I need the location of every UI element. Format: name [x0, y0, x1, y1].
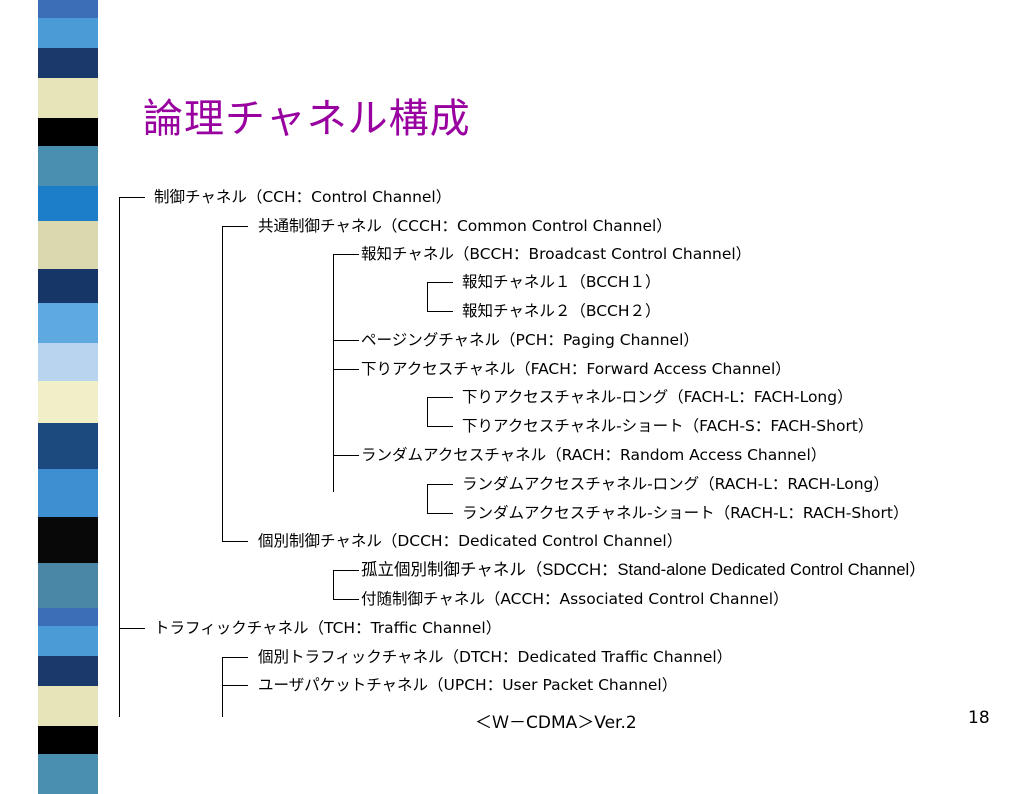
- tree-node-rach-l: ランダムアクセスチャネル-ロング（RACH-L：RACH-Long）: [462, 475, 889, 493]
- tree-node-rach-s: ランダムアクセスチャネル-ショート（RACH-L：RACH-Short）: [462, 504, 909, 522]
- tree-node-bcch: 報知チャネル（BCCH：Broadcast Control Channel）: [361, 245, 752, 263]
- stripe-block: [38, 48, 98, 78]
- tree-branch: [333, 570, 359, 571]
- tree-connector-level-1-cch: [222, 226, 223, 542]
- tree-connector-level-3-bcch: [427, 282, 428, 311]
- slide-title: 論理チャネル構成: [143, 96, 471, 142]
- tree-branch: [222, 226, 248, 227]
- tree-branch: [222, 685, 248, 686]
- tree-node-cch: 制御チャネル（CCH：Control Channel）: [154, 188, 452, 206]
- tree-connector-level-2-ccch: [333, 254, 334, 492]
- tree-node-pch: ページングチャネル（PCH：Paging Channel）: [361, 331, 699, 349]
- stripe-block: [38, 686, 98, 726]
- stripe-block: [38, 221, 98, 269]
- tree-connector-level-1-tch: [222, 657, 223, 717]
- tree-branch: [222, 541, 248, 542]
- stripe-block: [38, 423, 98, 469]
- tree-node-bcch2: 報知チャネル２（BCCH２）: [462, 302, 661, 320]
- tree-connector-level-2-dcch: [333, 570, 334, 599]
- tree-branch: [427, 426, 453, 427]
- tree-node-bcch1: 報知チャネル１（BCCH１）: [462, 273, 661, 291]
- stripe-block: [38, 118, 98, 146]
- tree-node-dtch: 個別トラフィックチャネル（DTCH：Dedicated Traffic Chan…: [258, 648, 733, 666]
- stripe-block: [38, 0, 98, 18]
- slide-footer: ＜Ｗ－CDMA＞Ver.2: [475, 713, 637, 733]
- tree-branch: [427, 397, 453, 398]
- tree-branch: [333, 254, 359, 255]
- stripe-block: [38, 18, 98, 48]
- tree-branch: [427, 282, 453, 283]
- tree-branch: [333, 455, 359, 456]
- tree-branch: [427, 484, 453, 485]
- tree-connector-level-3-rach: [427, 484, 428, 513]
- tree-branch: [222, 657, 248, 658]
- tree-branch: [119, 628, 145, 629]
- tree-branch: [333, 369, 359, 370]
- decorative-color-stripe: [38, 0, 98, 794]
- tree-node-fach-l: 下りアクセスチャネル-ロング（FACH-L：FACH-Long）: [462, 388, 853, 406]
- stripe-block: [38, 381, 98, 423]
- tree-connector-level-3-fach: [427, 397, 428, 426]
- stripe-block: [38, 186, 98, 221]
- tree-node-sdcch: 孤立個別制御チャネル（SDCCH：Stand-alone Dedicated C…: [361, 561, 926, 579]
- tree-node-upch: ユーザパケットチャネル（UPCH：User Packet Channel）: [258, 676, 678, 694]
- stripe-block: [38, 146, 98, 186]
- tree-node-rach: ランダムアクセスチャネル（RACH：Random Access Channel）: [361, 446, 827, 464]
- stripe-block: [38, 469, 98, 517]
- tree-node-ccch: 共通制御チャネル（CCCH：Common Control Channel）: [258, 217, 672, 235]
- tree-node-dcch: 個別制御チャネル（DCCH：Dedicated Control Channel）: [258, 532, 683, 550]
- stripe-block: [38, 303, 98, 343]
- page-number: 18: [968, 708, 990, 728]
- tree-node-tch: トラフィックチャネル（TCH：Traffic Channel）: [154, 619, 502, 637]
- stripe-block: [38, 269, 98, 303]
- stripe-block: [38, 517, 98, 563]
- tree-branch: [333, 599, 359, 600]
- tree-branch: [427, 513, 453, 514]
- tree-branch: [119, 197, 145, 198]
- stripe-block: [38, 608, 98, 626]
- stripe-block: [38, 343, 98, 381]
- stripe-block: [38, 656, 98, 686]
- tree-branch: [333, 340, 359, 341]
- tree-branch: [427, 311, 453, 312]
- tree-node-acch: 付随制御チャネル（ACCH：Associated Control Channel…: [361, 590, 789, 608]
- tree-connector-level-0: [119, 197, 120, 717]
- stripe-block: [38, 726, 98, 754]
- stripe-block: [38, 626, 98, 656]
- stripe-block: [38, 563, 98, 608]
- stripe-block: [38, 78, 98, 118]
- tree-node-fach-s: 下りアクセスチャネル-ショート（FACH-S：FACH-Short）: [462, 417, 874, 435]
- tree-node-fach: 下りアクセスチャネル（FACH：Forward Access Channel）: [361, 360, 791, 378]
- channel-tree: 制御チャネル（CCH：Control Channel） 共通制御チャネル（CCC…: [119, 188, 926, 717]
